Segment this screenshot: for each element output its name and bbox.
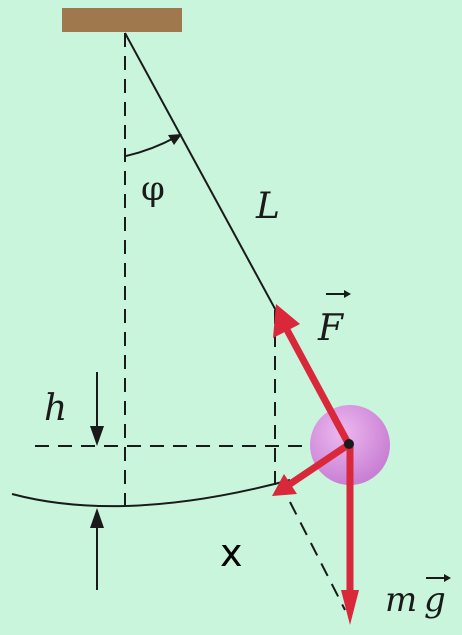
height-arrow-bottom-head — [90, 508, 104, 528]
gravity-label-g: g — [424, 580, 446, 620]
ceiling-support — [62, 8, 182, 32]
gravity-label-m: m — [385, 580, 417, 620]
force-vector-head — [273, 304, 300, 338]
displacement-label: x — [220, 531, 243, 575]
bob-center — [344, 439, 354, 449]
angle-arrowhead — [168, 134, 182, 145]
restoring-force-vector — [288, 442, 350, 487]
angle-label: φ — [141, 169, 165, 209]
gravity-vector-head — [341, 590, 359, 625]
force-label: F — [317, 308, 345, 349]
force-vector — [282, 326, 352, 445]
swing-arc — [11, 479, 291, 508]
height-label: h — [44, 388, 67, 429]
length-label: L — [255, 186, 280, 227]
force-label-arrowhead — [344, 290, 351, 298]
height-arrow-top-head — [90, 426, 104, 446]
gravity-label-arrowhead — [444, 574, 451, 582]
restoring-force-head — [272, 474, 297, 496]
angle-arc — [125, 136, 177, 157]
diagonal-dashed-line — [289, 501, 346, 611]
